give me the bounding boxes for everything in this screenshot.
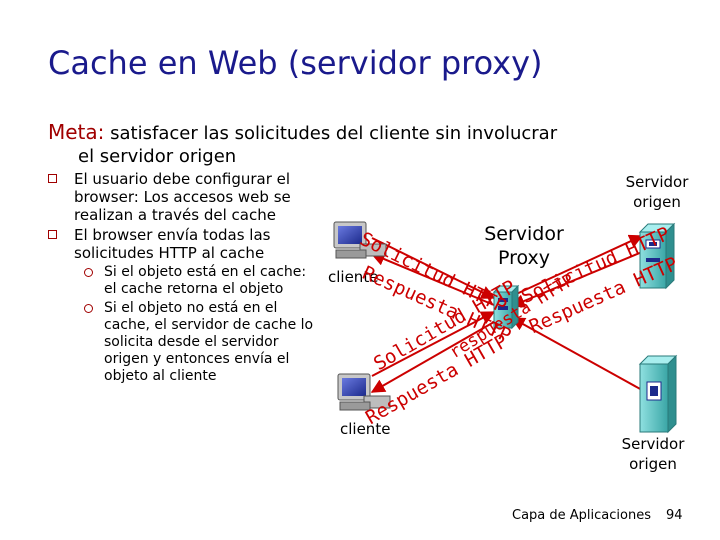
goal-keyword: Meta: bbox=[48, 120, 105, 144]
sub-bullet-item: Si el objeto no está en el cache, el ser… bbox=[48, 300, 318, 385]
goal-text-2: el servidor origen bbox=[78, 146, 237, 167]
circle-bullet-icon bbox=[84, 268, 93, 277]
bullet-list: El usuario debe configurar el browser: L… bbox=[48, 170, 318, 385]
sub-bullet-item: Si el objeto está en el cache: el cache … bbox=[48, 264, 318, 298]
arrow-client2-request bbox=[371, 311, 496, 377]
proxy-server-icon bbox=[492, 284, 520, 330]
computer-icon bbox=[337, 373, 391, 411]
slide-title: Cache en Web (servidor proxy) bbox=[48, 44, 543, 82]
arrow-origin2-response bbox=[510, 317, 643, 391]
server-tower-icon bbox=[638, 354, 678, 434]
footer-section: Capa de Aplicaciones bbox=[512, 508, 651, 523]
arrow-group bbox=[370, 234, 644, 393]
arrow-origin1-request bbox=[511, 234, 644, 297]
bullet-item: El usuario debe configurar el browser: L… bbox=[48, 170, 318, 224]
bullet-text: El browser envía todas las solicitudes H… bbox=[74, 226, 271, 262]
computer-icon bbox=[333, 221, 387, 259]
arrow-client1-request bbox=[371, 237, 496, 299]
origin-server-label: Servidor origen bbox=[621, 435, 685, 473]
square-bullet-icon bbox=[48, 230, 57, 239]
circle-bullet-icon bbox=[84, 304, 93, 313]
client-label: cliente bbox=[340, 420, 391, 438]
sub-bullet-text: Si el objeto no está en el cache, el ser… bbox=[104, 300, 314, 384]
bullet-text: El usuario debe configurar el browser: L… bbox=[74, 170, 291, 224]
server-tower-icon bbox=[638, 222, 676, 290]
origin-server-label: Servidor origen bbox=[625, 173, 689, 211]
proxy-server-label: Servidor Proxy bbox=[484, 223, 564, 269]
arrow-client1-response bbox=[370, 252, 495, 306]
page-number: 94 bbox=[666, 508, 683, 523]
arrow-client2-response bbox=[370, 321, 495, 393]
goal-line: Meta: satisfacer las solicitudes del cli… bbox=[48, 120, 557, 144]
arrow-origin1-response bbox=[510, 251, 643, 308]
goal-text-1: satisfacer las solicitudes del cliente s… bbox=[110, 123, 558, 144]
client-label: cliente bbox=[328, 268, 379, 286]
bullet-item: El browser envía todas las solicitudes H… bbox=[48, 226, 318, 262]
sub-bullet-text: Si el objeto está en el cache: el cache … bbox=[104, 264, 307, 297]
square-bullet-icon bbox=[48, 174, 57, 183]
